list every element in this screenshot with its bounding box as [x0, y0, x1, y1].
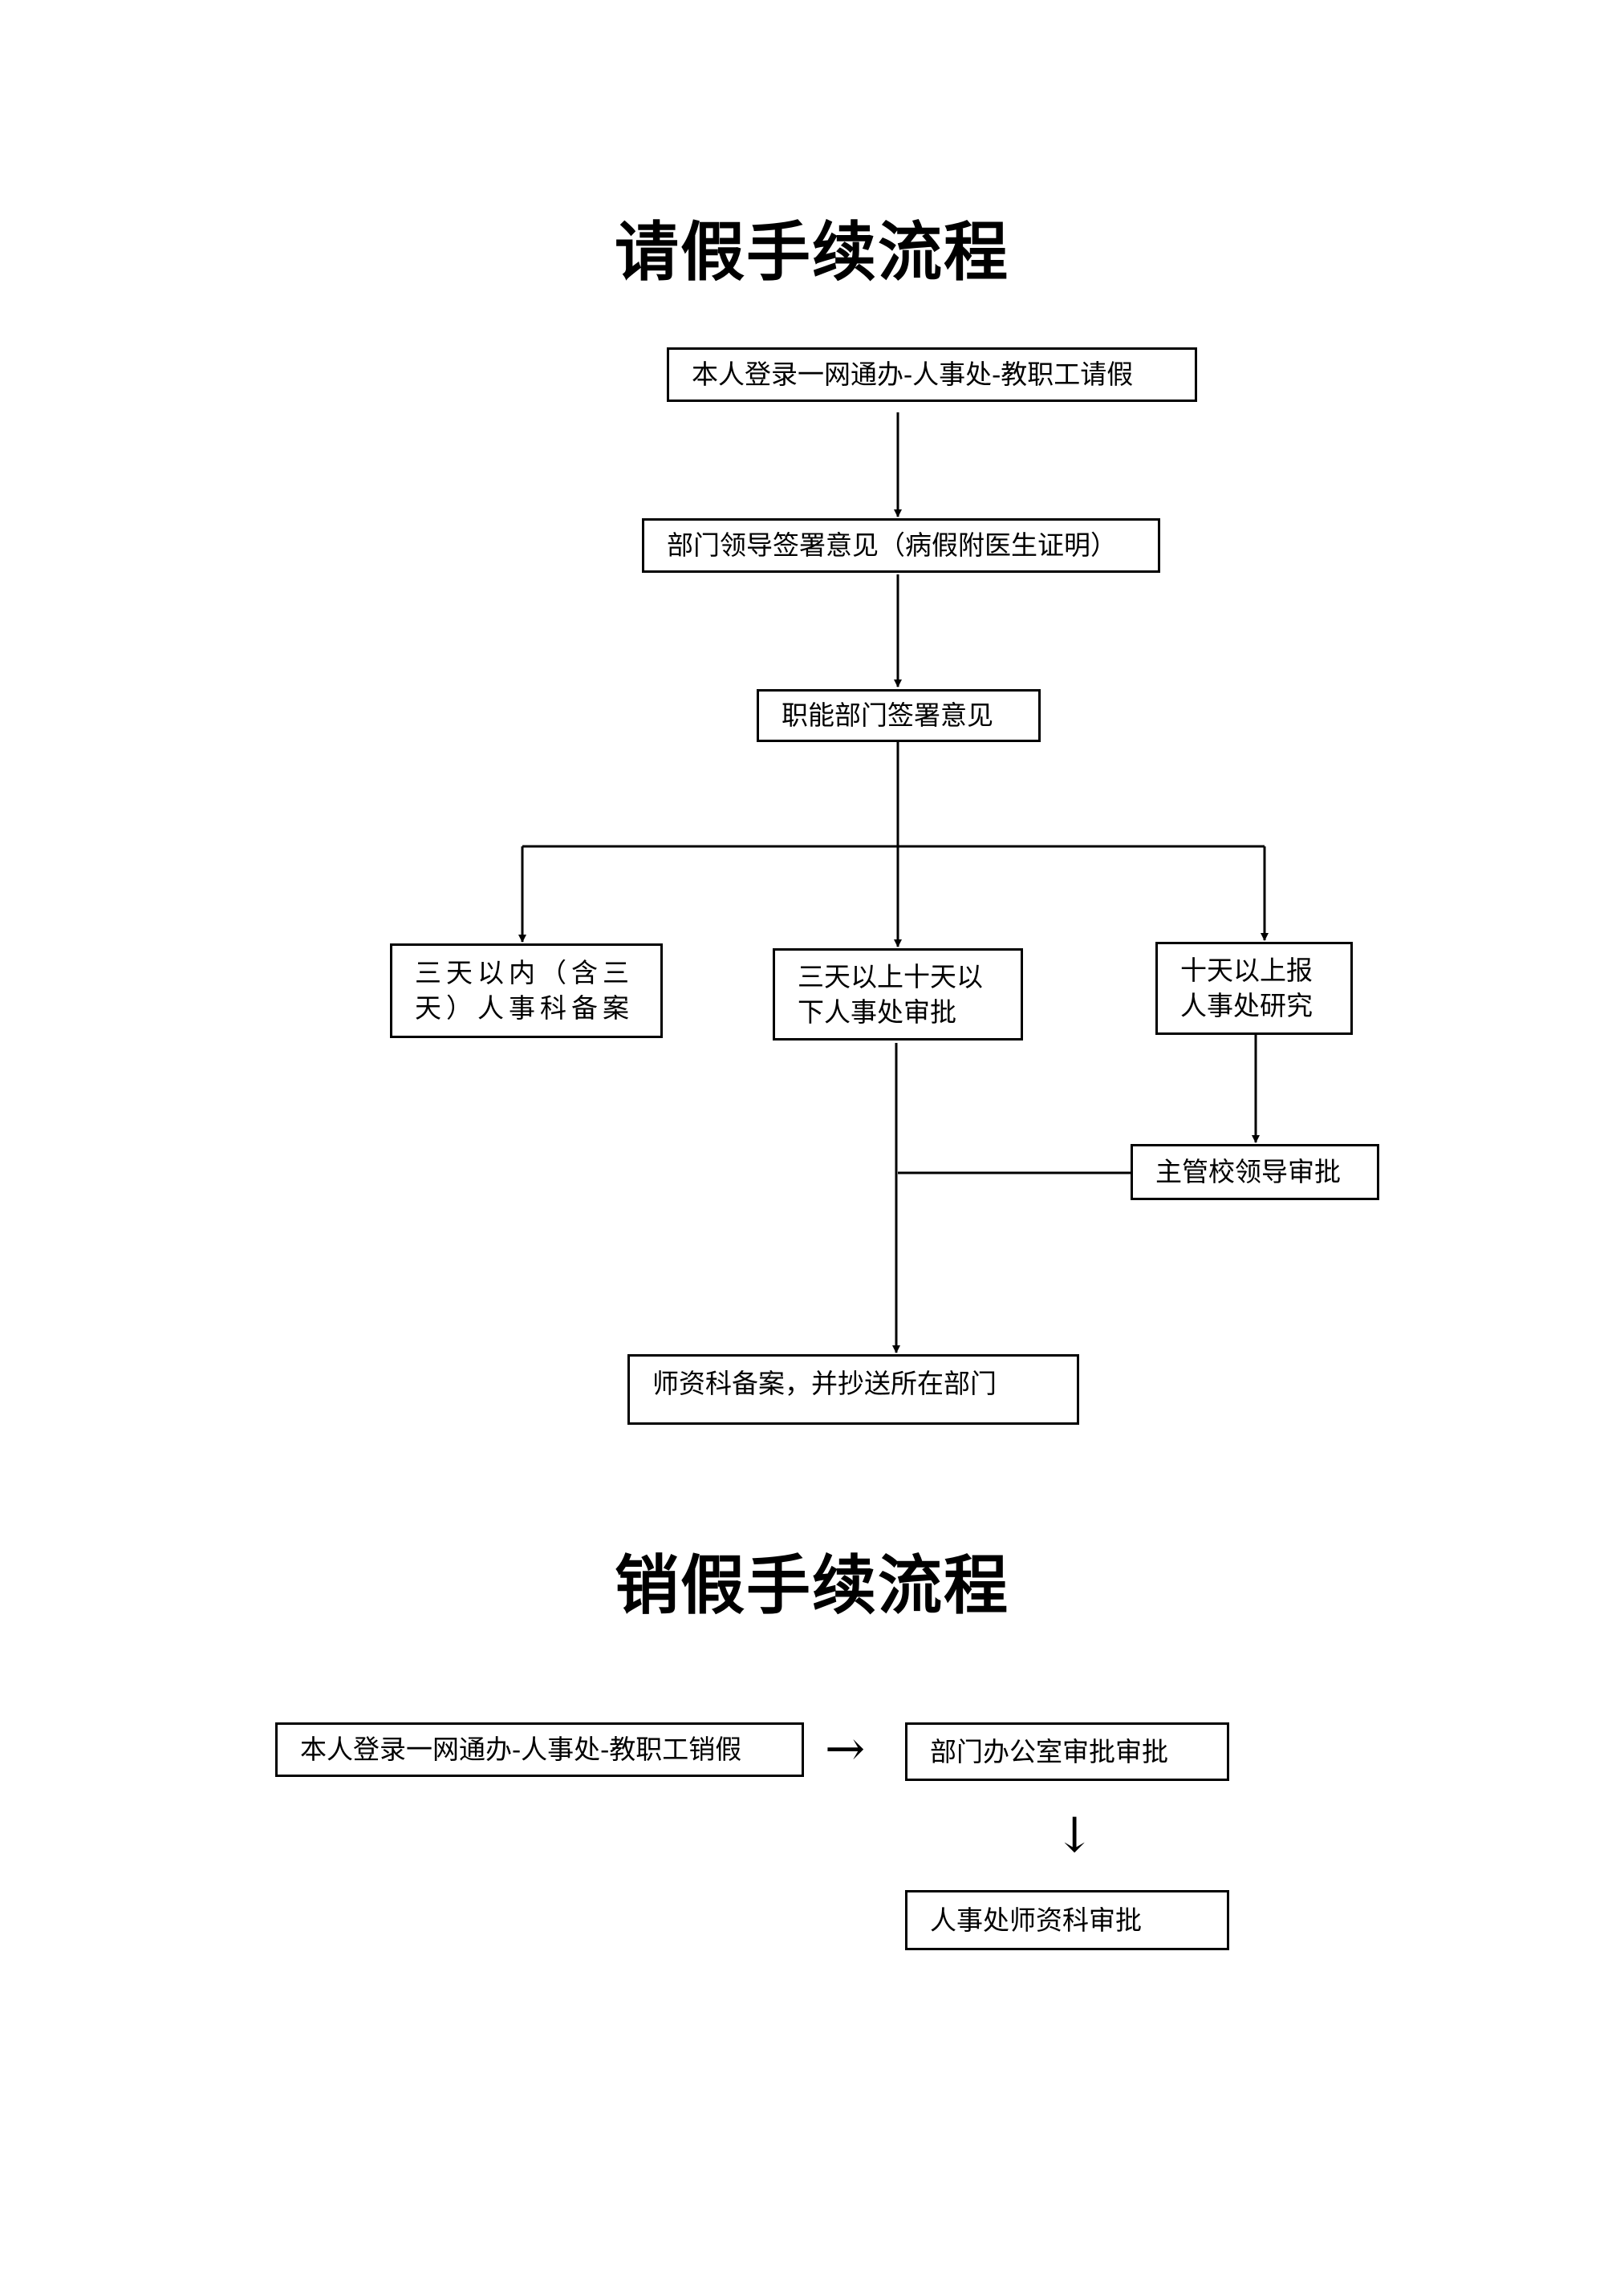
cancel-step-hr: 人事处师资科审批	[905, 1890, 1229, 1950]
branch-long-line2: 人事处研究	[1180, 990, 1313, 1021]
leader-approval-text: 主管校领导审批	[1155, 1156, 1341, 1187]
leave-step-dept-leader-text: 部门领导签署意见（病假附医生证明）	[667, 529, 1117, 561]
branch-over-ten-days: 十天以上报 人事处研究	[1155, 942, 1353, 1035]
branch-mid-line1: 三天以上十天以	[798, 960, 983, 992]
branch-short-line1: 三天以内（含三	[415, 957, 634, 988]
leave-step-functional-dept-text: 职能部门签署意见	[782, 700, 993, 731]
branch-short-line2: 天）人事科备案	[415, 992, 634, 1024]
leave-step-login-text: 本人登录一网通办-人事处-教职工请假	[692, 359, 1134, 390]
leave-request-title: 请假手续流程	[615, 214, 1009, 290]
leave-step-dept-leader: 部门领导签署意见（病假附医生证明）	[642, 518, 1160, 573]
arrow-down-icon: ↓	[1054, 1807, 1095, 1864]
leave-cancel-title: 销假手续流程	[615, 1548, 1009, 1623]
leader-approval: 主管校领导审批	[1131, 1144, 1379, 1200]
cancel-step-login: 本人登录一网通办-人事处-教职工销假	[275, 1722, 804, 1777]
branch-within-three-days: 三天以内（含三 天）人事科备案	[390, 943, 663, 1038]
final-filing-text: 师资科备案，并抄送所在部门	[652, 1368, 997, 1399]
branch-long-line1: 十天以上报	[1180, 955, 1313, 986]
final-filing: 师资科备案，并抄送所在部门	[627, 1354, 1079, 1425]
cancel-step-login-text: 本人登录一网通办-人事处-教职工销假	[300, 1734, 742, 1765]
leave-step-functional-dept: 职能部门签署意见	[757, 689, 1041, 742]
leave-step-login: 本人登录一网通办-人事处-教职工请假	[667, 347, 1197, 402]
cancel-step-hr-text: 人事处师资科审批	[930, 1904, 1142, 1936]
cancel-step-dept-office-text: 部门办公室审批审批	[930, 1735, 1168, 1767]
arrow-right-icon: →	[825, 1721, 866, 1777]
cancel-step-dept-office: 部门办公室审批审批	[905, 1722, 1229, 1781]
branch-mid-line2: 下人事处审批	[798, 996, 956, 1028]
branch-three-to-ten-days: 三天以上十天以 下人事处审批	[773, 948, 1023, 1041]
